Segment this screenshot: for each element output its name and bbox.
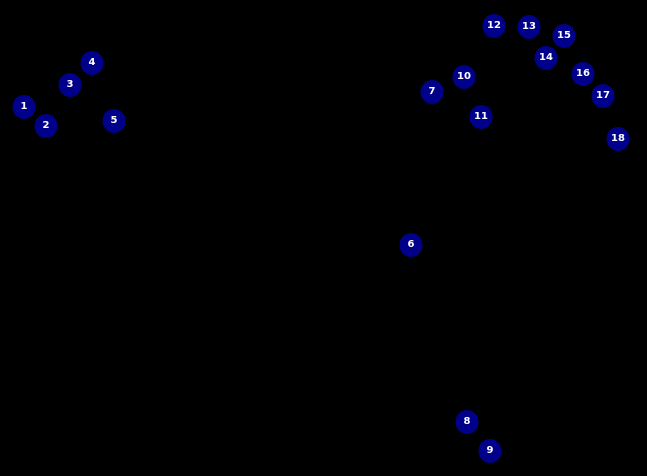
graph-node-6[interactable]: 6 (399, 233, 423, 257)
graph-node-15[interactable]: 15 (552, 24, 576, 48)
graph-node-10[interactable]: 10 (452, 65, 476, 89)
graph-node-11[interactable]: 11 (469, 105, 493, 129)
graph-node-17[interactable]: 17 (591, 84, 615, 108)
graph-node-8[interactable]: 8 (455, 410, 479, 434)
graph-node-18[interactable]: 18 (606, 127, 630, 151)
graph-node-16[interactable]: 16 (571, 62, 595, 86)
graph-node-7[interactable]: 7 (420, 80, 444, 104)
graph-node-14[interactable]: 14 (534, 46, 558, 70)
graph-node-3[interactable]: 3 (58, 73, 82, 97)
graph-node-5[interactable]: 5 (102, 109, 126, 133)
graph-node-12[interactable]: 12 (482, 14, 506, 38)
graph-node-4[interactable]: 4 (80, 51, 104, 75)
graph-node-2[interactable]: 2 (34, 114, 58, 138)
graph-node-9[interactable]: 9 (478, 439, 502, 463)
graph-node-13[interactable]: 13 (517, 15, 541, 39)
graph-node-1[interactable]: 1 (12, 95, 36, 119)
